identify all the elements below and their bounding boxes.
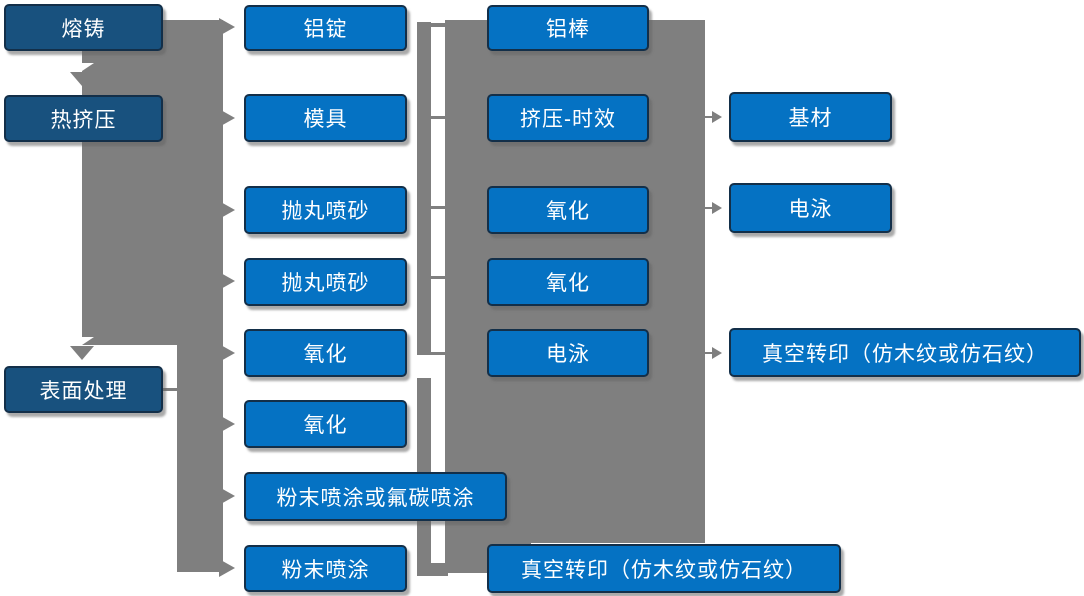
link-line-row-ingot xyxy=(431,23,448,27)
trunk-arrow-to-powder-coating-icon xyxy=(219,559,235,577)
trunk-arrow-to-aluminum-ingot-icon xyxy=(219,18,235,36)
node-hot-extrusion: 热挤压 xyxy=(4,95,163,142)
connector-main-trunk xyxy=(82,20,223,345)
link-line-row-mold xyxy=(431,116,448,119)
arrow-to-electrophoresis-icon xyxy=(712,202,722,214)
trunk-arrow-to-shot-blast-2-icon xyxy=(219,272,235,290)
node-vacuum-transfer-1: 真空转印（仿木纹或仿石纹） xyxy=(487,544,841,593)
node-oxidation-3: 氧化 xyxy=(487,186,649,234)
node-oxidation-1: 氧化 xyxy=(244,329,407,377)
down-arrow-to-surface-treatment-icon xyxy=(70,346,94,360)
node-electrophoresis-1: 电泳 xyxy=(487,329,649,377)
trunk-arrow-to-powder-fluorocarbon-icon xyxy=(219,487,235,505)
connector-surface-stub xyxy=(163,388,179,391)
node-oxidation-4: 氧化 xyxy=(487,258,649,306)
connector-mid-bar-upper xyxy=(417,22,431,355)
link-line-row-oxidation2 xyxy=(431,276,448,279)
node-extrusion-aging: 挤压-时效 xyxy=(487,94,649,142)
arrow-line-to-electrophoresis xyxy=(705,207,713,209)
node-powder-or-fluorocarbon: 粉末喷涂或氟碳喷涂 xyxy=(244,472,507,521)
node-powder-coating: 粉末喷涂 xyxy=(244,545,407,592)
trunk-arrow-to-oxidation-2-icon xyxy=(219,415,235,433)
down-arrow-to-hot-extrusion-icon xyxy=(70,72,94,86)
node-shot-blast-2: 抛丸喷砂 xyxy=(244,258,407,306)
node-base-material: 基材 xyxy=(729,92,892,142)
node-melting: 熔铸 xyxy=(4,4,163,51)
link-line-row-electrophoresis xyxy=(431,352,448,355)
trunk-arrow-to-oxidation-1-icon xyxy=(219,344,235,362)
down-arrow-notch xyxy=(70,337,94,345)
trunk-arrow-to-shot-blast-1-icon xyxy=(219,201,235,219)
arrow-to-base-material-icon xyxy=(712,111,722,123)
node-surface-treatment: 表面处理 xyxy=(4,366,163,413)
arrow-to-vacuum-transfer-icon xyxy=(712,347,722,359)
node-vacuum-transfer-2: 真空转印（仿木纹或仿石纹） xyxy=(729,328,1081,377)
arrow-line-to-vacuum-transfer xyxy=(705,352,713,354)
node-aluminum-rod: 铝棒 xyxy=(487,5,649,51)
node-oxidation-2: 氧化 xyxy=(244,400,407,448)
node-mold: 模具 xyxy=(244,94,407,142)
link-line-row-oxidation xyxy=(431,206,448,209)
node-shot-blast-1: 抛丸喷砂 xyxy=(244,186,407,234)
link-line-row-vacuum xyxy=(431,563,448,576)
arrow-line-to-base-material xyxy=(705,116,713,118)
trunk-arrow-to-mold-icon xyxy=(219,109,235,127)
node-electrophoresis-2: 电泳 xyxy=(729,183,892,233)
node-aluminum-ingot: 铝锭 xyxy=(244,5,407,51)
down-arrow-notch xyxy=(70,63,94,71)
connector-surface-trunk xyxy=(177,345,223,572)
